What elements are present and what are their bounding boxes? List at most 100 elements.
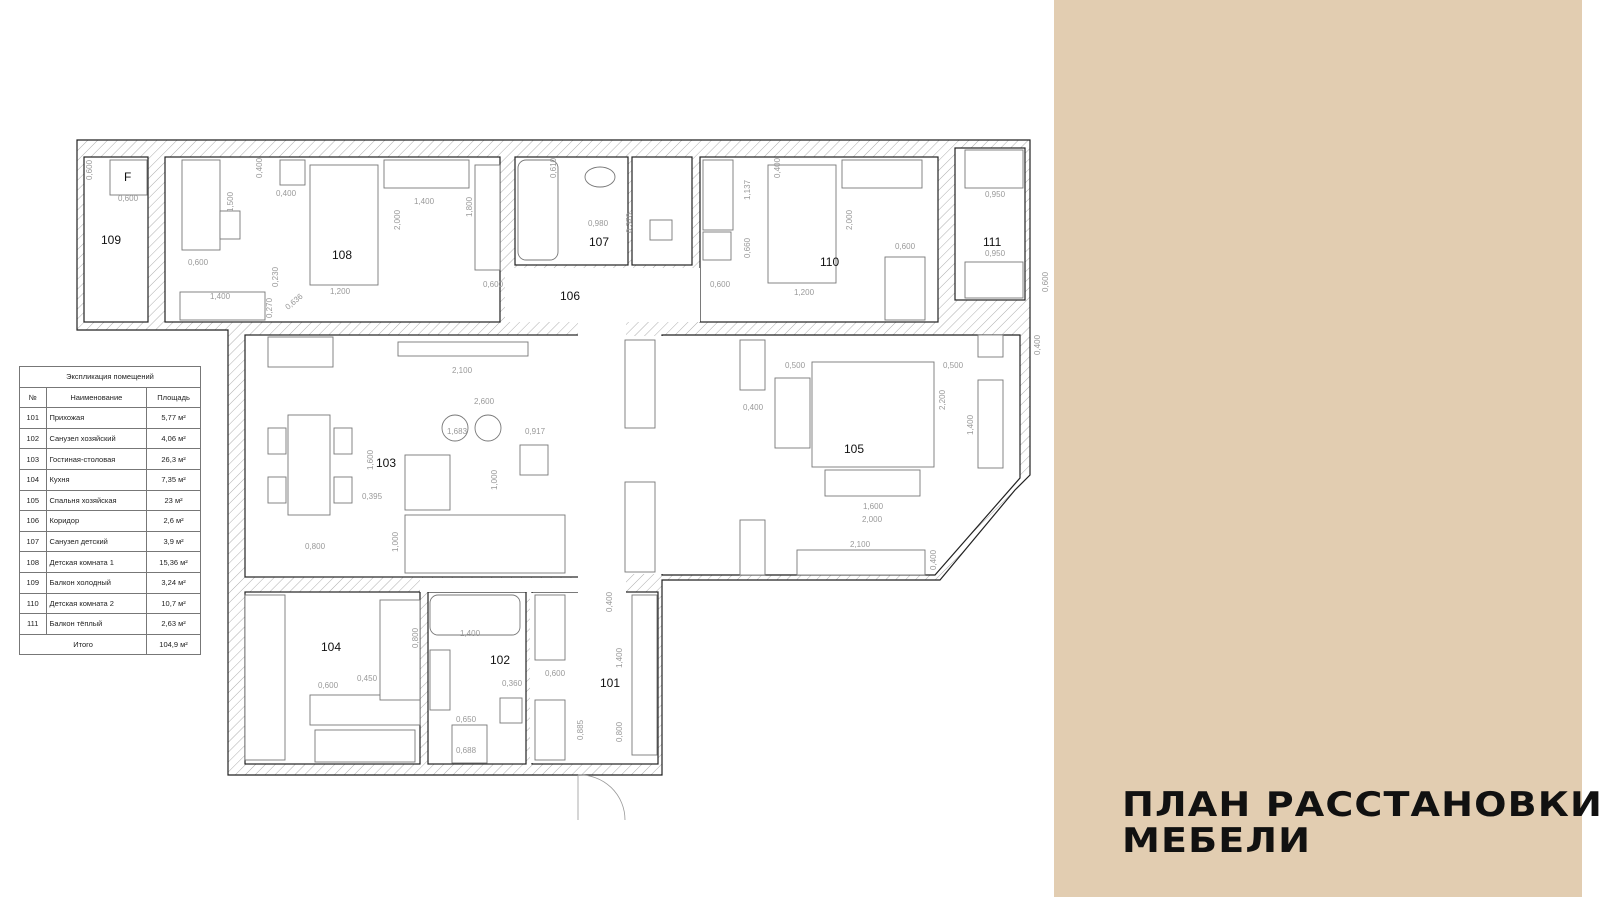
room-label-101: 101 — [600, 676, 620, 690]
cell-no: 102 — [19, 427, 47, 450]
svg-text:1,400: 1,400 — [414, 197, 435, 206]
cell-area: 10,7 м² — [146, 592, 201, 615]
dresser — [179, 291, 266, 321]
kitchen-counter — [244, 594, 286, 761]
svg-text:0,800: 0,800 — [615, 721, 624, 742]
svg-text:0,885: 0,885 — [576, 719, 585, 740]
room-label-104: 104 — [321, 640, 341, 654]
closet-110 — [702, 159, 734, 231]
cell-no: 108 — [19, 551, 47, 573]
room-label-111: 111 — [983, 235, 1002, 249]
svg-text:0,400: 0,400 — [929, 549, 938, 570]
chair — [219, 210, 241, 240]
svg-text:0,980: 0,980 — [588, 219, 609, 228]
nightstand — [279, 159, 306, 186]
cell-area: 26,3 м² — [146, 448, 201, 470]
svg-text:2,600: 2,600 — [474, 397, 495, 406]
svg-text:1,500: 1,500 — [226, 191, 235, 212]
svg-text:0,950: 0,950 — [985, 249, 1006, 258]
svg-text:0,600: 0,600 — [483, 280, 504, 289]
svg-text:1,800: 1,800 — [465, 196, 474, 217]
dining-table — [287, 414, 331, 516]
table-total-row: Итого 104,9 м² — [18, 633, 201, 656]
svg-text:1,000: 1,000 — [391, 531, 400, 552]
cell-area: 3,24 м² — [146, 571, 201, 594]
entrance-door — [577, 774, 626, 821]
svg-text:1,200: 1,200 — [794, 288, 815, 297]
cell-area: 3,9 м² — [146, 530, 201, 553]
svg-text:1,400: 1,400 — [966, 414, 975, 435]
svg-text:2,000: 2,000 — [845, 209, 854, 230]
svg-text:0,600: 0,600 — [545, 669, 566, 678]
dimensions: 0,600 0,600 1,500 0,600 1,400 0,400 0,40… — [85, 157, 1050, 755]
cell-name: Детская комната 1 — [45, 551, 148, 573]
svg-text:2,000: 2,000 — [393, 209, 402, 230]
cell-no: 104 — [19, 468, 47, 491]
cell-name: Прихожая — [45, 407, 148, 429]
table-caption: Экспликация помещений — [19, 366, 201, 388]
wardrobe — [383, 159, 470, 189]
desk — [181, 159, 221, 251]
cell-no: 106 — [19, 510, 47, 532]
wardrobe-110 — [841, 159, 923, 189]
cell-name: Детская комната 2 — [45, 592, 148, 615]
svg-text:1,600: 1,600 — [863, 502, 884, 511]
closet — [474, 164, 501, 271]
svg-text:0,688: 0,688 — [456, 746, 477, 755]
bathtub — [517, 159, 559, 261]
room-label-105: 105 — [844, 442, 864, 456]
svg-text:1,400: 1,400 — [460, 629, 481, 638]
armchair — [519, 444, 549, 476]
cell-name: Кухня — [45, 468, 148, 491]
svg-text:0,600: 0,600 — [710, 280, 731, 289]
bed-105 — [811, 361, 935, 468]
svg-text:1,200: 1,200 — [330, 287, 351, 296]
cell-name: Санузел хозяйский — [45, 427, 148, 450]
room-106 — [505, 268, 700, 322]
svg-text:2,100: 2,100 — [452, 366, 473, 375]
cell-area: 7,35 м² — [146, 468, 201, 491]
fridge — [109, 159, 148, 196]
svg-text:0,360: 0,360 — [502, 679, 523, 688]
svg-text:0,400: 0,400 — [276, 189, 297, 198]
svg-text:F: F — [124, 170, 131, 184]
svg-text:0,660: 0,660 — [743, 237, 752, 258]
svg-text:1,400: 1,400 — [615, 647, 624, 668]
cell-area: 2,6 м² — [146, 510, 201, 532]
svg-text:0,800: 0,800 — [411, 627, 420, 648]
svg-text:0,370: 0,370 — [625, 212, 634, 233]
room-label-107: 107 — [589, 235, 609, 249]
bed-110 — [767, 164, 837, 284]
desk-110 — [884, 256, 926, 321]
room-label-108: 108 — [332, 248, 352, 262]
washer — [702, 231, 732, 261]
closet-105b — [624, 481, 656, 573]
cell-area: 4,06 м² — [146, 427, 201, 450]
svg-text:1,400: 1,400 — [210, 292, 231, 301]
cell-area: 2,63 м² — [146, 613, 201, 635]
cell-name: Балкон холодный — [45, 571, 148, 594]
cell-no: 109 — [19, 571, 47, 594]
toilet — [649, 219, 673, 241]
svg-text:0,400: 0,400 — [605, 591, 614, 612]
room-label-110: 110 — [820, 255, 839, 269]
sink — [584, 166, 616, 188]
svg-text:0,500: 0,500 — [785, 361, 806, 370]
coffee-table — [404, 454, 451, 511]
room-label-102: 102 — [490, 653, 510, 667]
svg-text:0,600: 0,600 — [188, 258, 209, 267]
svg-text:0,450: 0,450 — [357, 674, 378, 683]
room-explication-table: Экспликация помещений № Наименование Пло… — [18, 366, 201, 656]
bed — [309, 164, 379, 286]
cell-name: Санузел детский — [45, 530, 148, 553]
room-label-106: 106 — [560, 289, 580, 303]
